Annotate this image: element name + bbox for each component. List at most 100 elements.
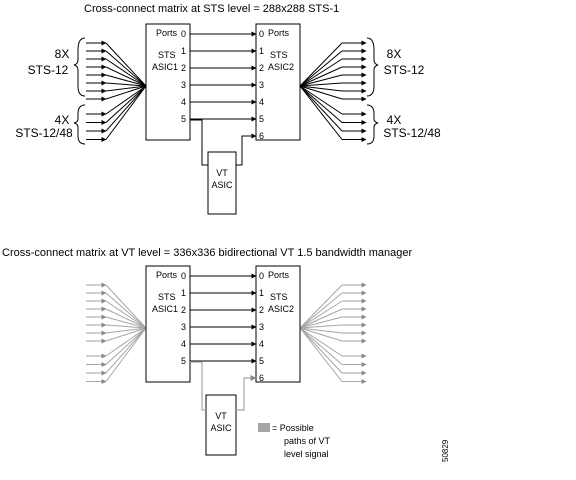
fan-out-line (299, 327, 343, 382)
fan-in-line (105, 66, 147, 87)
asic2-port-number: 0 (259, 29, 264, 39)
legend-swatch (258, 423, 270, 432)
fan-in-line (105, 85, 147, 115)
top-left-label-2: STS-12/48 (15, 126, 73, 140)
top-right-signal-fan (299, 40, 367, 142)
asic2-port-number: 6 (259, 373, 264, 383)
fan-in-line (105, 292, 147, 329)
asic2-port-number: 3 (259, 322, 264, 332)
top-right-label-2: STS-12/48 (383, 126, 441, 140)
top-port-arrows (190, 31, 257, 122)
asic1-port-number: 4 (181, 339, 186, 349)
top-right-count-1: 8X (387, 47, 402, 61)
asic1-port-number: 5 (181, 356, 186, 366)
fan-in-line (105, 327, 147, 342)
fan-in-line (105, 324, 147, 329)
fan-in-line (105, 74, 147, 87)
top-asic1-ports-label: Ports (156, 28, 178, 38)
asic1-port-number: 3 (181, 322, 186, 332)
legend-line-3: level signal (284, 449, 329, 459)
fan-in-line (105, 327, 147, 334)
fan-out-line (299, 327, 343, 357)
bottom-asic1-to-vt-path (190, 361, 206, 411)
bottom-asic2-port-numbers: 0 1 2 3 4 5 6 (259, 271, 264, 383)
bottom-sts-asic1-box (145, 265, 191, 383)
fan-in-line (105, 308, 147, 329)
fan-in-line (105, 316, 147, 329)
fan-out-line (299, 85, 343, 115)
top-asic1-name: STS (158, 50, 176, 60)
top-vt-to-asic2-path (236, 133, 257, 166)
bottom-title: Cross-connect matrix at VT level = 336x3… (2, 247, 413, 259)
top-left-label-1: STS-12 (28, 63, 69, 77)
fan-in-line (105, 85, 147, 132)
fan-out-line (299, 82, 343, 87)
top-left-count-1: 8X (55, 47, 70, 61)
fan-in-line (105, 327, 147, 357)
fan-out-line (299, 316, 343, 329)
fan-out-line (299, 85, 343, 140)
top-right-brace-1 (366, 37, 379, 97)
asic2-port-number: 5 (259, 356, 264, 366)
fan-in-line (105, 85, 147, 92)
top-left-brace-1 (73, 37, 86, 97)
bottom-asic2-ports-label: Ports (268, 270, 290, 280)
asic1-port-number: 5 (181, 114, 186, 124)
asic2-port-number: 2 (259, 63, 264, 73)
fan-in-line (105, 50, 147, 87)
asic1-port-number: 2 (181, 305, 186, 315)
bottom-right-signal-fan (299, 282, 367, 384)
bottom-asic1-port-numbers: 0 1 2 3 4 5 (181, 271, 186, 366)
bottom-asic1-name: STS (158, 292, 176, 302)
fan-out-line (299, 327, 343, 374)
fan-out-line (299, 74, 343, 87)
fan-in-line (105, 327, 147, 382)
asic1-port-number: 3 (181, 80, 186, 90)
bottom-vt-asic-line1: VT (215, 411, 227, 421)
asic2-port-number: 4 (259, 97, 264, 107)
asic2-port-number: 5 (259, 114, 264, 124)
top-asic2-name: STS (270, 50, 288, 60)
bottom-asic1-ports-label: Ports (156, 270, 178, 280)
fan-out-line (299, 300, 343, 329)
fan-out-line (299, 50, 343, 87)
asic2-port-number: 0 (259, 271, 264, 281)
top-vt-asic-line2: ASIC (211, 180, 233, 190)
bottom-asic2-id: ASIC2 (268, 304, 294, 314)
bottom-asic1-id: ASIC1 (152, 304, 178, 314)
asic2-port-number: 2 (259, 305, 264, 315)
asic2-port-number: 6 (259, 131, 264, 141)
asic2-port-number: 4 (259, 339, 264, 349)
bottom-vt-to-asic2-path (236, 375, 257, 411)
top-asic1-id: ASIC1 (152, 62, 178, 72)
top-right-count-2: 4X (387, 113, 402, 127)
top-asic1-to-vt-path (190, 119, 208, 166)
fan-in-line (105, 327, 147, 365)
bottom-sts-asic2-box (255, 265, 301, 383)
top-asic2-ports-label: Ports (268, 28, 290, 38)
fan-in-line (105, 85, 147, 140)
fan-out-line (299, 327, 343, 342)
top-sts-asic1-box (145, 23, 191, 141)
figure-id: 50829 (441, 439, 450, 462)
fan-in-line (105, 85, 147, 100)
bottom-vt-asic-box (205, 394, 237, 456)
asic1-port-number: 1 (181, 288, 186, 298)
fan-out-line (299, 85, 343, 123)
fan-out-line (299, 327, 343, 365)
asic1-port-number: 0 (181, 271, 186, 281)
fan-in-line (105, 300, 147, 329)
fan-in-line (105, 327, 147, 374)
bottom-asic2-name: STS (270, 292, 288, 302)
legend-line-2: paths of VT (284, 436, 331, 446)
bottom-port-arrows (190, 273, 257, 364)
top-sts-asic2-box (255, 23, 301, 141)
top-right-label-1: STS-12 (384, 63, 425, 77)
asic1-port-number: 2 (181, 63, 186, 73)
asic2-port-number: 1 (259, 288, 264, 298)
fan-in-line (105, 82, 147, 87)
